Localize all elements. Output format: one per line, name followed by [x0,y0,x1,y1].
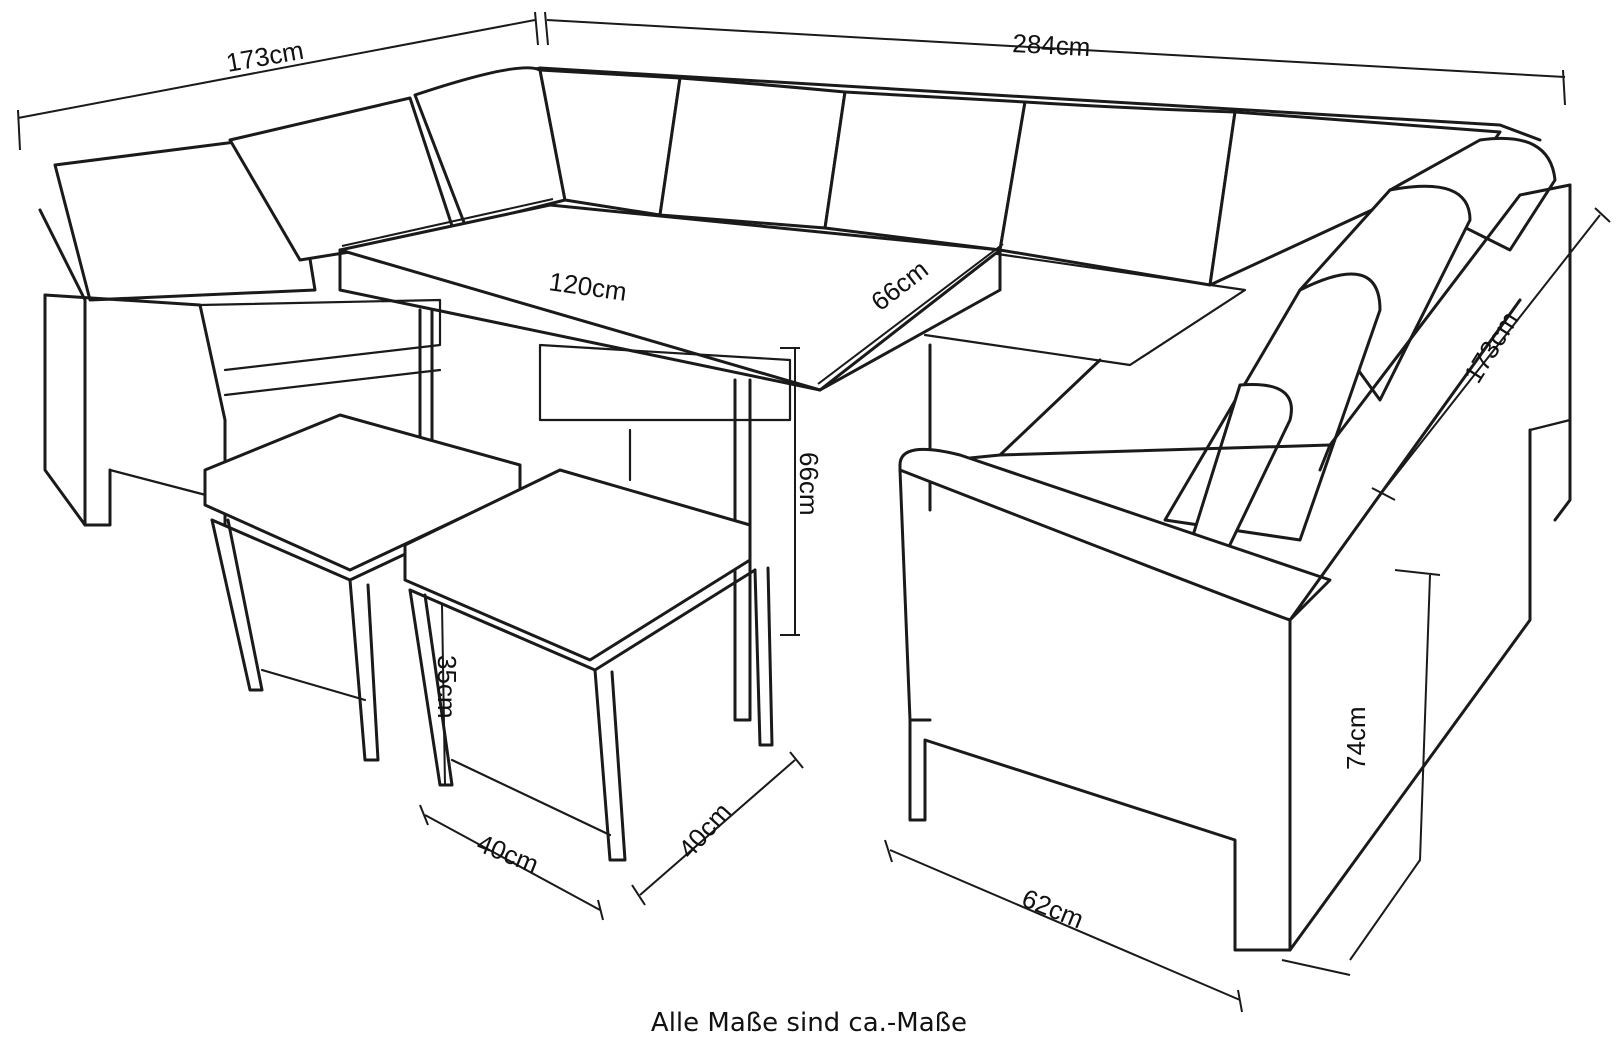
label-sofa-height: 74cm [1341,706,1371,770]
right-sofa [898,136,1572,952]
stool-front [403,468,774,862]
dining-table [338,203,1002,722]
label-sofa-depth: 62cm [1018,883,1088,935]
label-left-depth: 173cm [224,35,306,78]
caption: Alle Maße sind ca.-Maße [650,1008,968,1038]
label-stool-depth: 40cm [473,828,543,880]
label-stool-height: 35cm [432,655,462,719]
left-sofa [38,96,457,527]
label-right-depth: 173cm [1458,306,1525,388]
dimension-lines [17,11,1611,1013]
label-stool-width: 40cm [672,797,737,864]
label-total-width: 284cm [1012,28,1092,62]
label-table-height: 66cm [794,452,824,516]
